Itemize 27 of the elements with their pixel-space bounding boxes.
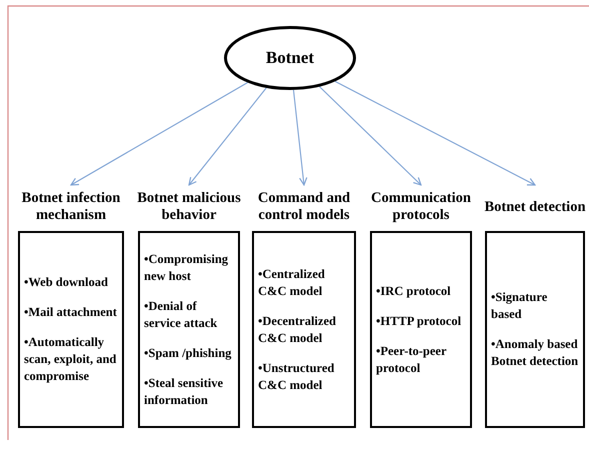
category-heading: Botnet detection [483, 198, 587, 216]
arrow [292, 90, 308, 186]
category-heading: Communication protocols [370, 189, 472, 225]
category-heading: Command and control models [256, 189, 352, 225]
arrow [70, 82, 248, 186]
bullet-item: •Signature based [491, 289, 548, 323]
bullet-item: •IRC protocol [376, 282, 452, 300]
ellipse-node [224, 26, 356, 90]
bullet-item: •Automatically scan, exploit, and compromise [24, 334, 118, 385]
arrow [188, 88, 267, 186]
category-heading: Botnet infection mechanism [20, 189, 122, 225]
bullet-item: •Unstructured C&C model [258, 360, 336, 394]
arrow [334, 80, 536, 186]
bullet-item: •Web download [24, 274, 109, 291]
arrow [319, 86, 422, 186]
bullet-item: •Anomaly based Botnet detection [491, 336, 579, 370]
category-heading: Botnet malicious behavior [136, 189, 242, 225]
bullet-item: •Denial of service attack [144, 298, 218, 332]
bullet-item: •Steal sensitive information [144, 374, 224, 408]
bullet-item: •Mail attachment [24, 304, 118, 321]
bullet-item: •Spam /phishing [144, 344, 232, 362]
bullet-item: •Decentralized C&C model [258, 312, 337, 346]
bullet-item: •Compromising new host [144, 250, 230, 284]
node-title: Botnet [266, 48, 314, 68]
bullet-item: •Centralized C&C model [258, 266, 326, 300]
bullet-item: •Peer-to-peer protocol [376, 342, 448, 376]
bullet-item: •HTTP protocol [376, 312, 462, 330]
